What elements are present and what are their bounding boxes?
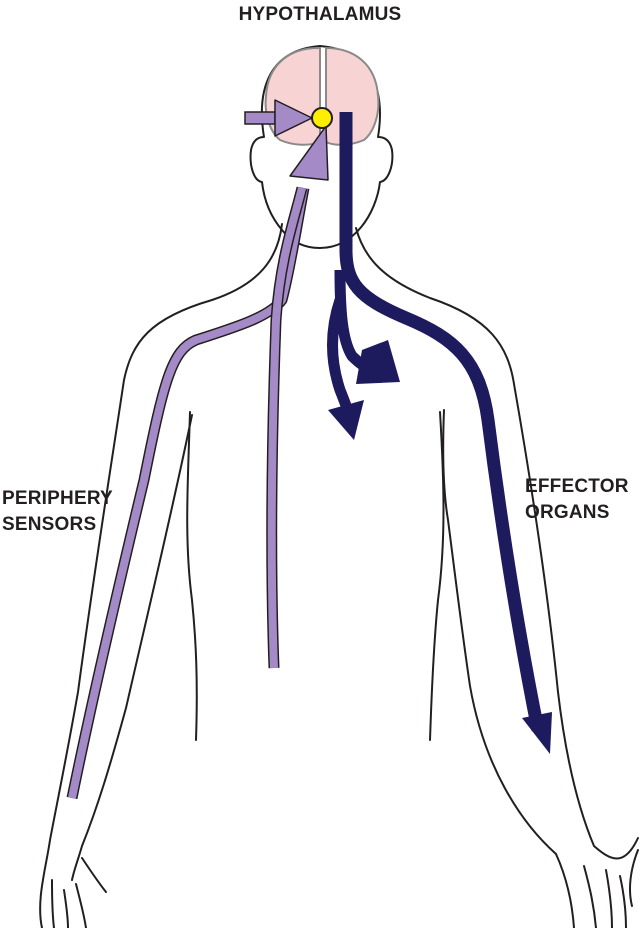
- efferent-lower-arrowhead: [328, 400, 364, 440]
- efferent-main-path: [339, 112, 545, 732]
- effector-label-line-2: ORGANS: [525, 502, 610, 523]
- body-left-inner-outline: [71, 414, 193, 881]
- afferent-head-arrow-shaft: [244, 111, 276, 125]
- right-hand-fingers: [555, 849, 639, 928]
- brain-left-hemisphere: [264, 47, 321, 146]
- afferent-pathway: [66, 99, 329, 800]
- efferent-arrowheads: [328, 340, 552, 754]
- hypothalamus-label: HYPOTHALAMUS: [238, 4, 402, 25]
- body-right-outline: [355, 227, 639, 860]
- torso-left-contour: [186, 411, 198, 741]
- periphery-sensors-label: PERIPHERY SENSORS: [2, 486, 113, 538]
- efferent-upper-arrowhead: [356, 340, 400, 384]
- hypothalamus-dot: [311, 107, 333, 129]
- efferent-arm-arrowhead: [522, 712, 552, 754]
- body-outline: [39, 45, 639, 928]
- torso-right-contour: [429, 411, 445, 741]
- effector-label-line-1: EFFECTOR: [525, 476, 629, 497]
- periphery-label-line-2: SENSORS: [2, 514, 97, 535]
- body-left-outline: [39, 223, 283, 928]
- afferent-head-arrowhead: [274, 99, 313, 137]
- left-hand-fingers: [51, 857, 107, 928]
- afferent-up-arrowhead: [289, 125, 329, 181]
- effector-organs-label: EFFECTOR ORGANS: [525, 474, 629, 526]
- body-right-inner-outline: [442, 409, 557, 855]
- periphery-label-line-1: PERIPHERY: [2, 488, 113, 509]
